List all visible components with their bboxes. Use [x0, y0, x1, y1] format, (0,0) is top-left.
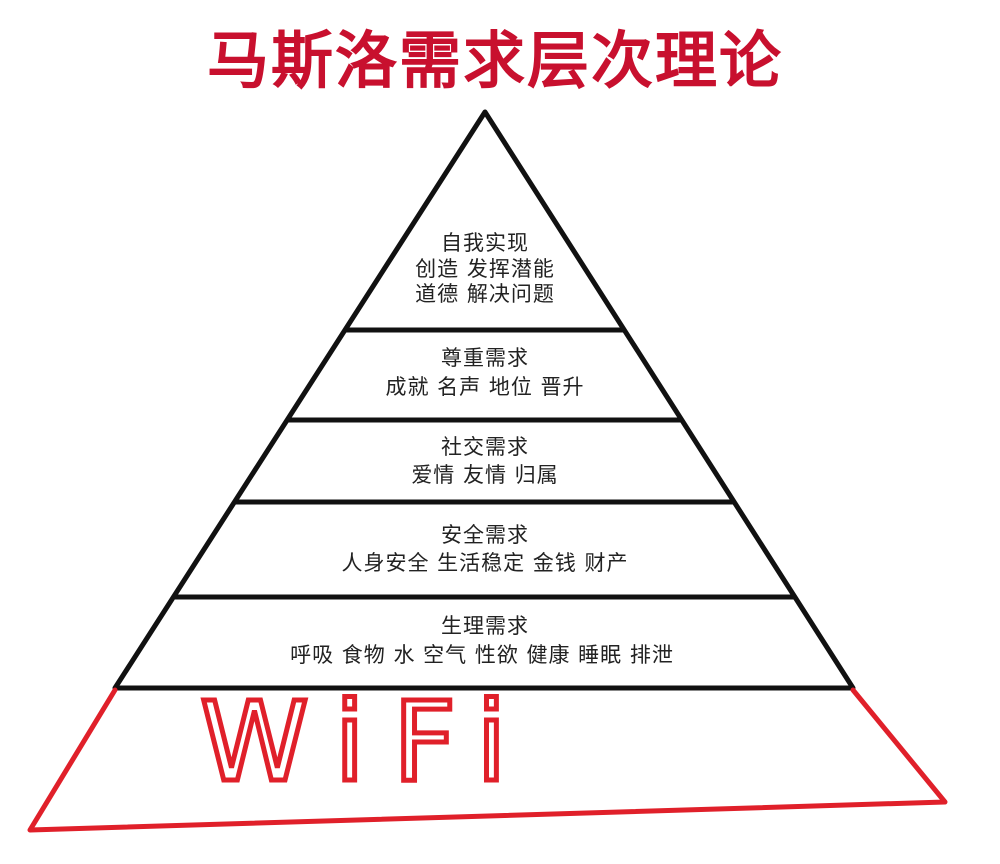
level-heading: 社交需求 [441, 435, 529, 459]
handwritten-base-level [27, 687, 948, 833]
level-heading: 安全需求 [441, 523, 529, 547]
level-detail: 道德 解决问题 [415, 282, 555, 306]
level-detail: 成就 名声 地位 晋升 [385, 375, 584, 399]
level-esteem: 尊重需求 成就 名声 地位 晋升 [385, 346, 584, 399]
level-heading: 尊重需求 [441, 346, 529, 370]
diagram-title: 马斯洛需求层次理论 [207, 24, 783, 97]
level-self-actualization: 自我实现 创造 发挥潜能 道德 解决问题 [415, 231, 555, 306]
level-detail: 爱情 友情 归属 [411, 463, 558, 487]
level-heading: 自我实现 [441, 231, 529, 255]
level-social: 社交需求 爱情 友情 归属 [411, 435, 558, 487]
level-detail: 创造 发挥潜能 [415, 257, 555, 281]
level-safety: 安全需求 人身安全 生活稳定 金钱 财产 [341, 523, 628, 575]
handwritten-wifi-label: WiFi [200, 678, 535, 806]
level-physiological: 生理需求 呼吸 食物 水 空气 性欲 健康 睡眠 排泄 [290, 614, 674, 667]
pyramid-outline [112, 109, 856, 691]
level-heading: 生理需求 [441, 614, 529, 638]
level-detail: 呼吸 食物 水 空气 性欲 健康 睡眠 排泄 [290, 643, 674, 667]
level-detail: 人身安全 生活稳定 金钱 财产 [341, 551, 628, 575]
